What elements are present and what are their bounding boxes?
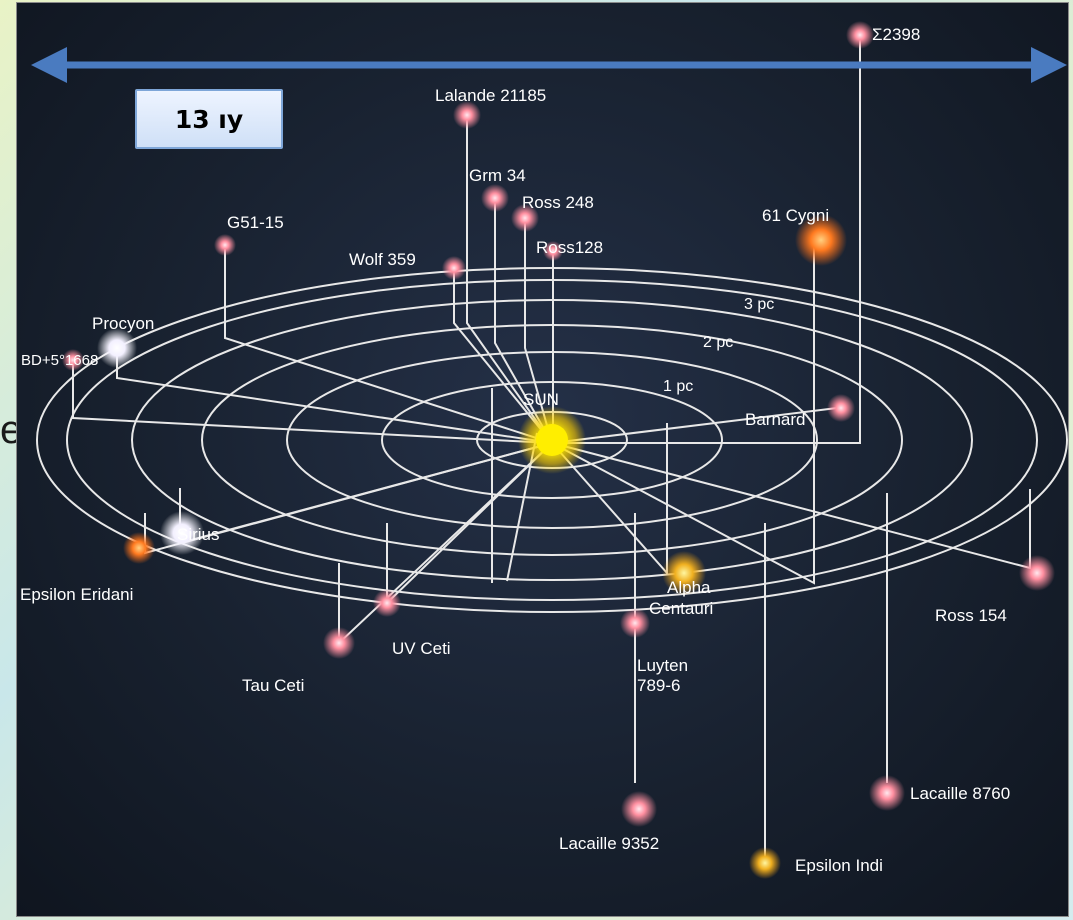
label-grm-34: Grm 34 <box>469 166 526 185</box>
label-alpha-centauri-1: Alpha <box>667 578 711 597</box>
star-grm-34 <box>481 184 509 212</box>
ring-label-3pc: 3 pc <box>744 296 774 313</box>
label-luyten-2: 789-6 <box>637 676 680 695</box>
scale-label-box: 13 ıy <box>135 89 283 149</box>
star-epsilon-eridani <box>123 532 155 564</box>
star-bd5-1668 <box>62 349 84 371</box>
star-61-cygni <box>795 214 847 266</box>
label-g51-15: G51-15 <box>227 213 284 232</box>
star-lacaille-9352 <box>621 791 657 827</box>
label-ross-128: Ross128 <box>536 238 603 257</box>
label-ross-248: Ross 248 <box>522 193 594 212</box>
ring-label-1pc: 1 pc <box>663 378 693 395</box>
label-epsilon-indi: Epsilon Indi <box>795 856 883 875</box>
label-tau-ceti: Tau Ceti <box>242 676 304 695</box>
label-uv-ceti: UV Ceti <box>392 639 451 658</box>
star-ross-154 <box>1019 555 1055 591</box>
label-barnard: Barnard <box>745 410 805 429</box>
star-alpha-centauri <box>662 551 706 595</box>
label-procyon: Procyon <box>92 314 154 333</box>
scale-arrow <box>31 47 1067 83</box>
label-alpha-centauri-2: Centauri <box>649 599 713 618</box>
star-lalande-21185 <box>453 101 481 129</box>
label-ross-154: Ross 154 <box>935 606 1007 625</box>
label-lacaille-8760: Lacaille 8760 <box>910 784 1010 803</box>
label-sun: SUN <box>523 390 559 409</box>
star-map-panel: Σ2398 Lalande 21185 Grm 34 Ross 248 Ross… <box>16 2 1069 917</box>
label-sigma2398: Σ2398 <box>872 25 920 44</box>
label-epsilon-eridani: Epsilon Eridani <box>20 585 133 604</box>
star-sirius <box>160 511 204 555</box>
label-lacaille-9352: Lacaille 9352 <box>559 834 659 853</box>
label-wolf-359: Wolf 359 <box>349 250 416 269</box>
label-luyten-1: Luyten <box>637 656 688 675</box>
label-sirius: Sirius <box>177 525 220 544</box>
star-ross-128 <box>543 241 563 261</box>
star-barnard <box>827 394 855 422</box>
star-luyten-789-6 <box>620 608 650 638</box>
star-lacaille-8760 <box>869 775 905 811</box>
stars <box>62 21 1055 879</box>
labels: Σ2398 Lalande 21185 Grm 34 Ross 248 Ross… <box>20 25 1010 875</box>
star-uv-ceti <box>373 589 401 617</box>
label-61-cygni: 61 Cygni <box>762 206 829 225</box>
label-lalande-21185: Lalande 21185 <box>435 86 546 105</box>
label-bd5-1668: BD+5°1668 <box>21 352 98 369</box>
star-ross-248 <box>511 204 539 232</box>
star-sigma2398 <box>846 21 874 49</box>
star-epsilon-indi <box>749 847 781 879</box>
star-tau-ceti <box>323 627 355 659</box>
sun-core <box>536 424 568 456</box>
star-g51-15 <box>214 234 236 256</box>
star-procyon <box>97 328 137 368</box>
ring-label-2pc: 2 pc <box>703 334 733 351</box>
star-wolf-359 <box>442 256 466 280</box>
nearby-stars-diagram: Σ2398 Lalande 21185 Grm 34 Ross 248 Ross… <box>20 21 1068 879</box>
